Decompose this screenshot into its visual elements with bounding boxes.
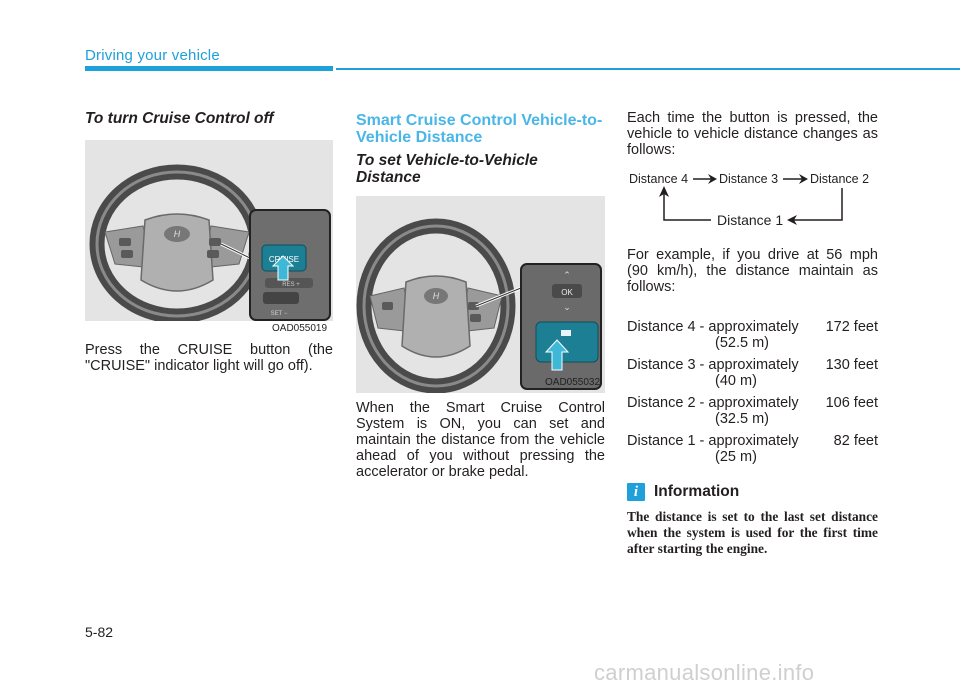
distance-1-label: Distance 1	[717, 212, 783, 228]
distance-row-label: Distance 3 - approximately	[627, 357, 799, 373]
page-number: 5-82	[85, 624, 114, 640]
scc-distance-heading: Smart Cruise Control Vehicle-to-Vehicle …	[356, 112, 603, 146]
distance-row-feet: 82 feet	[833, 433, 878, 449]
cruise-off-body: Press the CRUISE button (the "CRUISE" in…	[85, 342, 333, 374]
watermark: carmanualsonline.info	[594, 660, 815, 685]
cruise-off-heading: To turn Cruise Control off	[85, 110, 274, 127]
res-button-label: RES +	[282, 282, 300, 288]
distance-row-label: Distance 2 - approximately	[627, 395, 799, 411]
information-body: The distance is set to the last set dist…	[627, 509, 878, 556]
distance-3-label: Distance 3	[719, 172, 778, 186]
set-distance-body: When the Smart Cruise Control System is …	[356, 400, 605, 480]
distance-cycle-diagram: Distance 4 Distance 3 Distance 2 Distanc…	[627, 166, 880, 232]
distance-row-4: Distance 4 - approximately 172 feet (52.5…	[627, 319, 878, 351]
steering-wheel-illustration: H CRUISE RES + SET −	[85, 140, 333, 321]
figure-code-cruise: OAD055019	[272, 323, 328, 334]
distance-row-feet: 130 feet	[825, 357, 878, 373]
distance-intro: Each time the button is pressed, the veh…	[627, 110, 878, 158]
set-distance-subheading: To set Vehicle-to-Vehicle Distance	[356, 152, 538, 186]
distance-row-feet: 106 feet	[825, 395, 878, 411]
distance-row-1: Distance 1 - approximately 82 feet (25 m)	[627, 433, 878, 465]
distance-row-metric: (32.5 m)	[715, 411, 769, 427]
distance-list: Distance 4 - approximately 172 feet (52.5…	[627, 319, 878, 471]
distance-button-illustration: H ⌃ OK ⌄	[356, 196, 605, 393]
distance-4-label: Distance 4	[629, 172, 688, 186]
distance-row-metric: (40 m)	[715, 373, 757, 389]
distance-row-label: Distance 1 - approximately	[627, 433, 799, 449]
steering-wheel-figure-cruise: H CRUISE RES + SET −	[85, 140, 333, 321]
information-icon: i	[627, 483, 645, 501]
distance-row-3: Distance 3 - approximately 130 feet (40 m…	[627, 357, 878, 389]
steering-wheel-figure-distance: H ⌃ OK ⌄	[356, 196, 605, 393]
svg-text:H: H	[433, 291, 440, 301]
distance-row-metric: (52.5 m)	[715, 335, 769, 351]
set-button-label: SET −	[271, 311, 288, 317]
distance-cycle-svg: Distance 4 Distance 3 Distance 2 Distanc…	[629, 172, 869, 228]
distance-2-label: Distance 2	[810, 172, 869, 186]
distance-row-2: Distance 2 - approximately 106 feet (32.5…	[627, 395, 878, 427]
header-rule-thin	[336, 68, 960, 70]
section-title: Driving your vehicle	[85, 47, 220, 64]
information-title: Information	[654, 483, 740, 500]
figure-code-distance: OAD055032	[545, 377, 601, 388]
distance-row-metric: (25 m)	[715, 449, 757, 465]
distance-example: For example, if you drive at 56 mph (90 …	[627, 247, 878, 295]
svg-text:⌄: ⌄	[563, 302, 571, 312]
header-rule-thick	[85, 66, 333, 71]
svg-text:⌃: ⌃	[563, 270, 571, 280]
distance-row-label: Distance 4 - approximately	[627, 319, 799, 335]
svg-text:H: H	[174, 229, 181, 239]
distance-row-feet: 172 feet	[825, 319, 878, 335]
ok-button-label: OK	[561, 288, 573, 297]
